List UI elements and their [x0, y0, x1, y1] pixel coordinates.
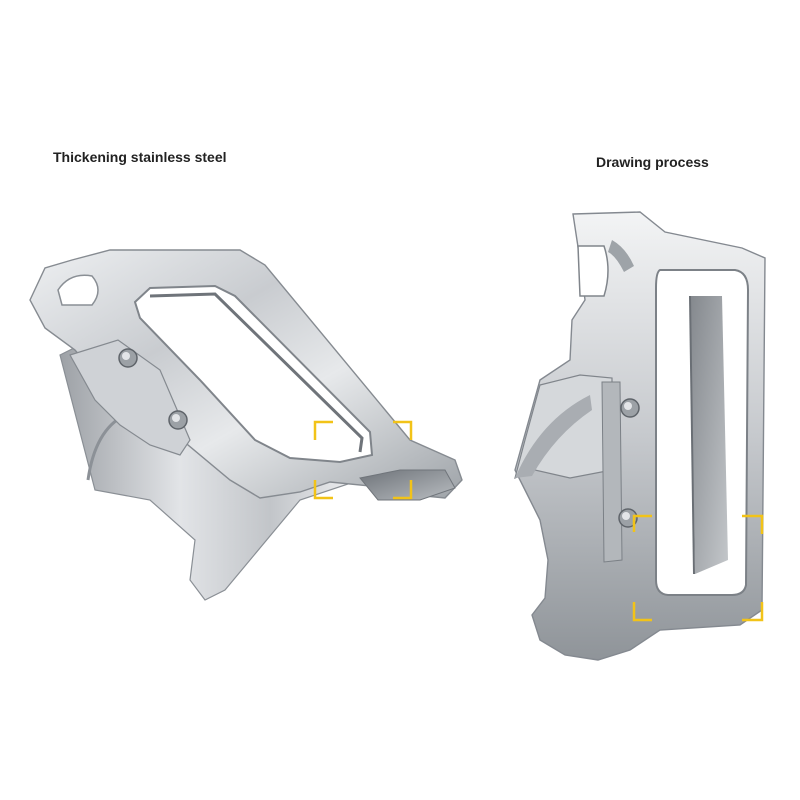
can-opener-right [514, 211, 766, 661]
left-focus-marker [313, 420, 413, 500]
left-hook-cutout [57, 274, 99, 306]
caption-drawing-process: Drawing process [596, 154, 709, 170]
left-handle-slot [133, 284, 374, 464]
left-folded-lip [359, 469, 456, 501]
right-side-strip [601, 381, 623, 563]
right-blade [515, 395, 592, 478]
right-slot-bevel [690, 296, 728, 574]
left-slot-edge [149, 292, 364, 453]
can-opener-left [29, 249, 463, 601]
right-focus-marker [632, 514, 764, 622]
caption-thickening-stainless-steel: Thickening stainless steel [53, 149, 227, 165]
right-hook-cutout [577, 245, 609, 297]
right-top-notch [608, 240, 634, 272]
